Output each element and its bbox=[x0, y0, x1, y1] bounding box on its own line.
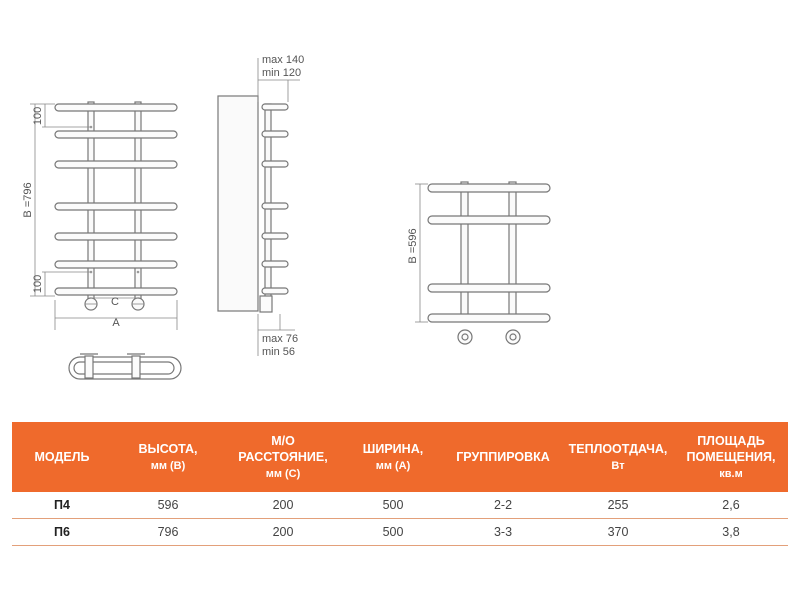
table-cell: 2-2 bbox=[444, 492, 562, 519]
table-cell: 796 bbox=[112, 518, 224, 546]
table-row: П6 796 200 500 3-3 370 3,8 bbox=[12, 518, 788, 546]
top-view-left-valve bbox=[84, 355, 94, 379]
small-model-drawing: B =596 bbox=[407, 181, 551, 345]
header-width: ШИРИНА,мм (А) bbox=[342, 422, 444, 492]
side-bar bbox=[261, 287, 289, 295]
side-wall-panel bbox=[217, 95, 259, 312]
front-bar bbox=[54, 160, 178, 169]
side-min-bottom-label: min 56 bbox=[262, 346, 295, 358]
side-bar bbox=[261, 232, 289, 240]
small-bar bbox=[427, 183, 551, 193]
header-room-area: ПЛОЩАДЬ ПОМЕЩЕНИЯ,кв.м bbox=[674, 422, 788, 492]
table-cell: 3,8 bbox=[674, 518, 788, 546]
side-bar bbox=[261, 130, 289, 138]
center-distance-label: C bbox=[111, 296, 119, 308]
small-right-connector bbox=[505, 329, 521, 345]
small-bar bbox=[427, 283, 551, 293]
front-height-label: B =796 bbox=[22, 182, 34, 217]
table-row: П4 596 200 500 2-2 255 2,6 bbox=[12, 492, 788, 519]
table-cell: 200 bbox=[224, 492, 342, 519]
table-cell: 200 bbox=[224, 518, 342, 546]
front-bar bbox=[54, 202, 178, 211]
small-right-rail bbox=[508, 181, 517, 321]
bottom-gap-label: 100 bbox=[32, 275, 44, 293]
small-bar bbox=[427, 215, 551, 225]
small-height-label: B =596 bbox=[407, 228, 419, 263]
table-cell: П6 bbox=[12, 518, 112, 546]
top-view-right-valve bbox=[131, 355, 141, 379]
side-view-drawing: max 140 min 120 max 76 min 56 bbox=[217, 54, 304, 358]
side-valve bbox=[259, 295, 273, 313]
front-bar bbox=[54, 103, 178, 112]
header-grouping: ГРУППИРОВКА bbox=[444, 422, 562, 492]
header-height: ВЫСОТА,мм (В) bbox=[112, 422, 224, 492]
top-gap-label: 100 bbox=[32, 107, 44, 125]
table-cell: 2,6 bbox=[674, 492, 788, 519]
table-cell: 596 bbox=[112, 492, 224, 519]
top-view-drawing bbox=[68, 353, 182, 380]
header-heat-output: ТЕПЛООТДАЧА,Вт bbox=[562, 422, 674, 492]
table-cell: 370 bbox=[562, 518, 674, 546]
header-model: МОДЕЛЬ bbox=[12, 422, 112, 492]
header-center-distance: М/О РАССТОЯНИЕ,мм (С) bbox=[224, 422, 342, 492]
table-header-row: МОДЕЛЬ ВЫСОТА,мм (В) М/О РАССТОЯНИЕ,мм (… bbox=[12, 422, 788, 492]
width-label: A bbox=[112, 317, 120, 329]
small-left-connector bbox=[457, 329, 473, 345]
front-view-drawing: B =796 100 100 C A bbox=[22, 101, 178, 330]
table-cell: 3-3 bbox=[444, 518, 562, 546]
front-bar bbox=[54, 260, 178, 269]
front-bar bbox=[54, 287, 178, 296]
technical-drawings: B =796 100 100 C A bbox=[22, 54, 551, 380]
small-bar bbox=[427, 313, 551, 323]
side-max-top-label: max 140 bbox=[262, 54, 304, 66]
front-bar bbox=[54, 130, 178, 139]
front-bar bbox=[54, 232, 178, 241]
side-bar bbox=[261, 260, 289, 268]
side-max-bottom-label: max 76 bbox=[262, 333, 298, 345]
side-bar bbox=[261, 160, 289, 168]
spec-table: МОДЕЛЬ ВЫСОТА,мм (В) М/О РАССТОЯНИЕ,мм (… bbox=[12, 422, 788, 546]
small-left-rail bbox=[460, 181, 469, 321]
table-cell: 255 bbox=[562, 492, 674, 519]
side-min-top-label: min 120 bbox=[262, 67, 301, 79]
side-bar bbox=[261, 202, 289, 210]
side-bar bbox=[261, 103, 289, 111]
table-cell: 500 bbox=[342, 518, 444, 546]
table-cell: П4 bbox=[12, 492, 112, 519]
table-cell: 500 bbox=[342, 492, 444, 519]
